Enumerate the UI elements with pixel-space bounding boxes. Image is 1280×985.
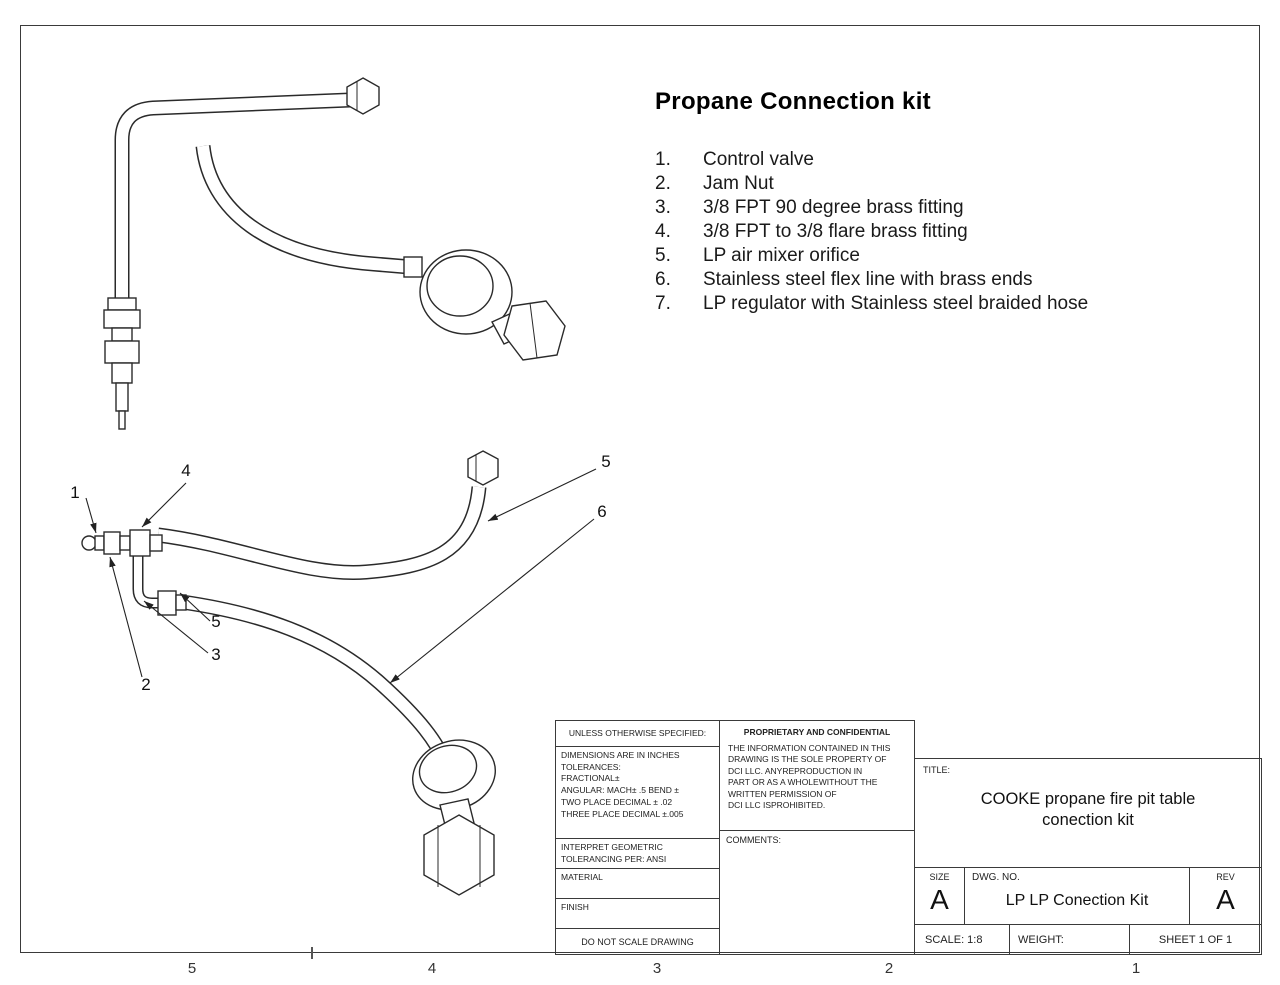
title-block: UNLESS OTHERWISE SPECIFIED: DIMENSIONS A… (555, 720, 1262, 955)
callout-3: 3 (211, 645, 220, 664)
kit-parts (81, 450, 499, 896)
list-item: 7. LP regulator with Stainless steel bra… (655, 292, 1155, 315)
regulator-parts (103, 77, 566, 430)
part-label: Jam Nut (703, 173, 774, 194)
leader-5-bottom (179, 592, 211, 622)
regulator-cap (426, 255, 494, 317)
fitting-stack-hex-1 (103, 309, 141, 329)
title-label: TITLE: (923, 765, 951, 775)
callout-1: 1 (70, 483, 79, 502)
callout-2: 2 (141, 675, 150, 694)
list-item: 4. 3/8 FPT to 3/8 flare brass fitting (655, 220, 1155, 243)
rev-cell: REV A (1190, 868, 1261, 924)
sheet-border (20, 25, 1260, 953)
scale-cell: SCALE: 1:8 (915, 925, 1010, 954)
list-item: 6. Stainless steel flex line with brass … (655, 268, 1155, 291)
size-cell: SIZE A (915, 868, 965, 924)
zone-marker-4: 4 (427, 960, 437, 977)
weight-cell: WEIGHT: (1010, 925, 1130, 954)
orifice-hex-nut-icon (467, 450, 499, 486)
list-item: 1. Control valve (655, 148, 1155, 171)
zone-marker-5: 5 (187, 960, 197, 977)
material-cell: MATERIAL (556, 869, 719, 899)
tolerances-column: UNLESS OTHERWISE SPECIFIED: DIMENSIONS A… (555, 720, 720, 955)
size-dwg-rev-row: SIZE A DWG. NO. LP LP Conection Kit REV … (915, 868, 1261, 925)
leader-3 (143, 600, 209, 654)
zone-marker-1: 1 (1131, 960, 1141, 977)
orifice-tube (157, 486, 487, 581)
control-valve-knob (81, 535, 97, 551)
leader-2 (109, 556, 143, 678)
dwg-no-cell: DWG. NO. LP LP Conection Kit (965, 868, 1190, 924)
tolerances-cell: DIMENSIONS ARE IN INCHES TOLERANCES: FRA… (556, 747, 719, 839)
zone-marker-2: 2 (884, 960, 894, 977)
part-number: 7. (655, 293, 671, 314)
leader-5-top (487, 468, 597, 522)
part-number: 2. (655, 173, 671, 194)
regulator-outlet-hex-icon (503, 300, 566, 361)
title-cell: TITLE: COOKE propane fire pit table cone… (915, 759, 1261, 868)
tank-hex-nut-icon (423, 814, 495, 896)
hose-regulator-fitting (403, 256, 423, 278)
unless-otherwise-label: UNLESS OTHERWISE SPECIFIED: (556, 721, 719, 747)
list-item: 5. LP air mixer orifice (655, 244, 1155, 267)
part-number: 5. (655, 245, 671, 266)
flare-fitting-hex (129, 529, 151, 557)
proprietary-body: THE INFORMATION CONTAINED IN THIS DRAWIN… (728, 743, 891, 811)
proprietary-column: PROPRIETARY AND CONFIDENTIAL THE INFORMA… (719, 720, 915, 955)
part-label: LP air mixer orifice (703, 245, 860, 266)
callout-labels: 1 4 5 6 5 3 2 (70, 452, 610, 694)
fitting-stack-hex-2 (104, 340, 140, 364)
heading-block: Propane Connection kit 1. Control valve … (655, 88, 1155, 316)
callout-5-top: 5 (601, 452, 610, 471)
title-column: TITLE: COOKE propane fire pit table cone… (914, 758, 1262, 955)
pipe-end-hex-nut-icon (346, 77, 380, 115)
finish-cell: FINISH (556, 899, 719, 929)
jam-nut (103, 531, 121, 555)
fitting-stack-collar (107, 297, 137, 311)
part-label: Control valve (703, 149, 814, 170)
interpret-cell: INTERPRET GEOMETRIC TOLERANCING PER: ANS… (556, 839, 719, 869)
part-number: 4. (655, 221, 671, 242)
zone-marker-3: 3 (652, 960, 662, 977)
comments-cell: COMMENTS: (720, 829, 914, 947)
zone-tick (311, 947, 313, 959)
callout-leaders (85, 468, 597, 684)
regulator-hose-drawing (103, 77, 566, 430)
part-label: Stainless steel flex line with brass end… (703, 269, 1033, 290)
dwg-no-value: LP LP Conection Kit (1005, 892, 1149, 909)
flex-line (180, 594, 454, 768)
parts-list: 1. Control valve 2. Jam Nut 3. 3/8 FPT 9… (655, 148, 1155, 315)
part-number: 1. (655, 149, 671, 170)
list-item: 2. Jam Nut (655, 172, 1155, 195)
size-value: A (930, 884, 949, 915)
callout-5-bottom: 5 (211, 612, 220, 631)
part-number: 3. (655, 197, 671, 218)
callout-6: 6 (597, 502, 606, 521)
list-item: 3. 3/8 FPT 90 degree brass fitting (655, 196, 1155, 219)
proprietary-heading: PROPRIETARY AND CONFIDENTIAL (743, 727, 891, 737)
leader-6 (389, 518, 595, 684)
scale-weight-sheet-row: SCALE: 1:8 WEIGHT: SHEET 1 OF 1 (915, 925, 1261, 954)
rev-value: A (1216, 884, 1235, 915)
hard-pipe (114, 92, 351, 300)
part-label: 3/8 FPT 90 degree brass fitting (703, 197, 964, 218)
braided-hose (195, 144, 411, 275)
sheet-cell: SHEET 1 OF 1 (1158, 934, 1233, 946)
orifice-fitting-hex (157, 590, 177, 616)
leader-1 (85, 497, 97, 534)
callout-4: 4 (181, 461, 190, 480)
do-not-scale-label: DO NOT SCALE DRAWING (581, 937, 694, 947)
leader-4 (141, 482, 187, 528)
drawing-title-value: COOKE propane fire pit table conection k… (980, 790, 1196, 829)
connection-kit-drawing: 1 4 5 6 5 3 2 (70, 450, 611, 896)
page-title: Propane Connection kit (655, 88, 931, 115)
part-label: LP regulator with Stainless steel braide… (703, 293, 1089, 314)
lp-regulator-cap (418, 744, 478, 794)
part-number: 6. (655, 269, 671, 290)
part-label: 3/8 FPT to 3/8 flare brass fitting (703, 221, 968, 242)
